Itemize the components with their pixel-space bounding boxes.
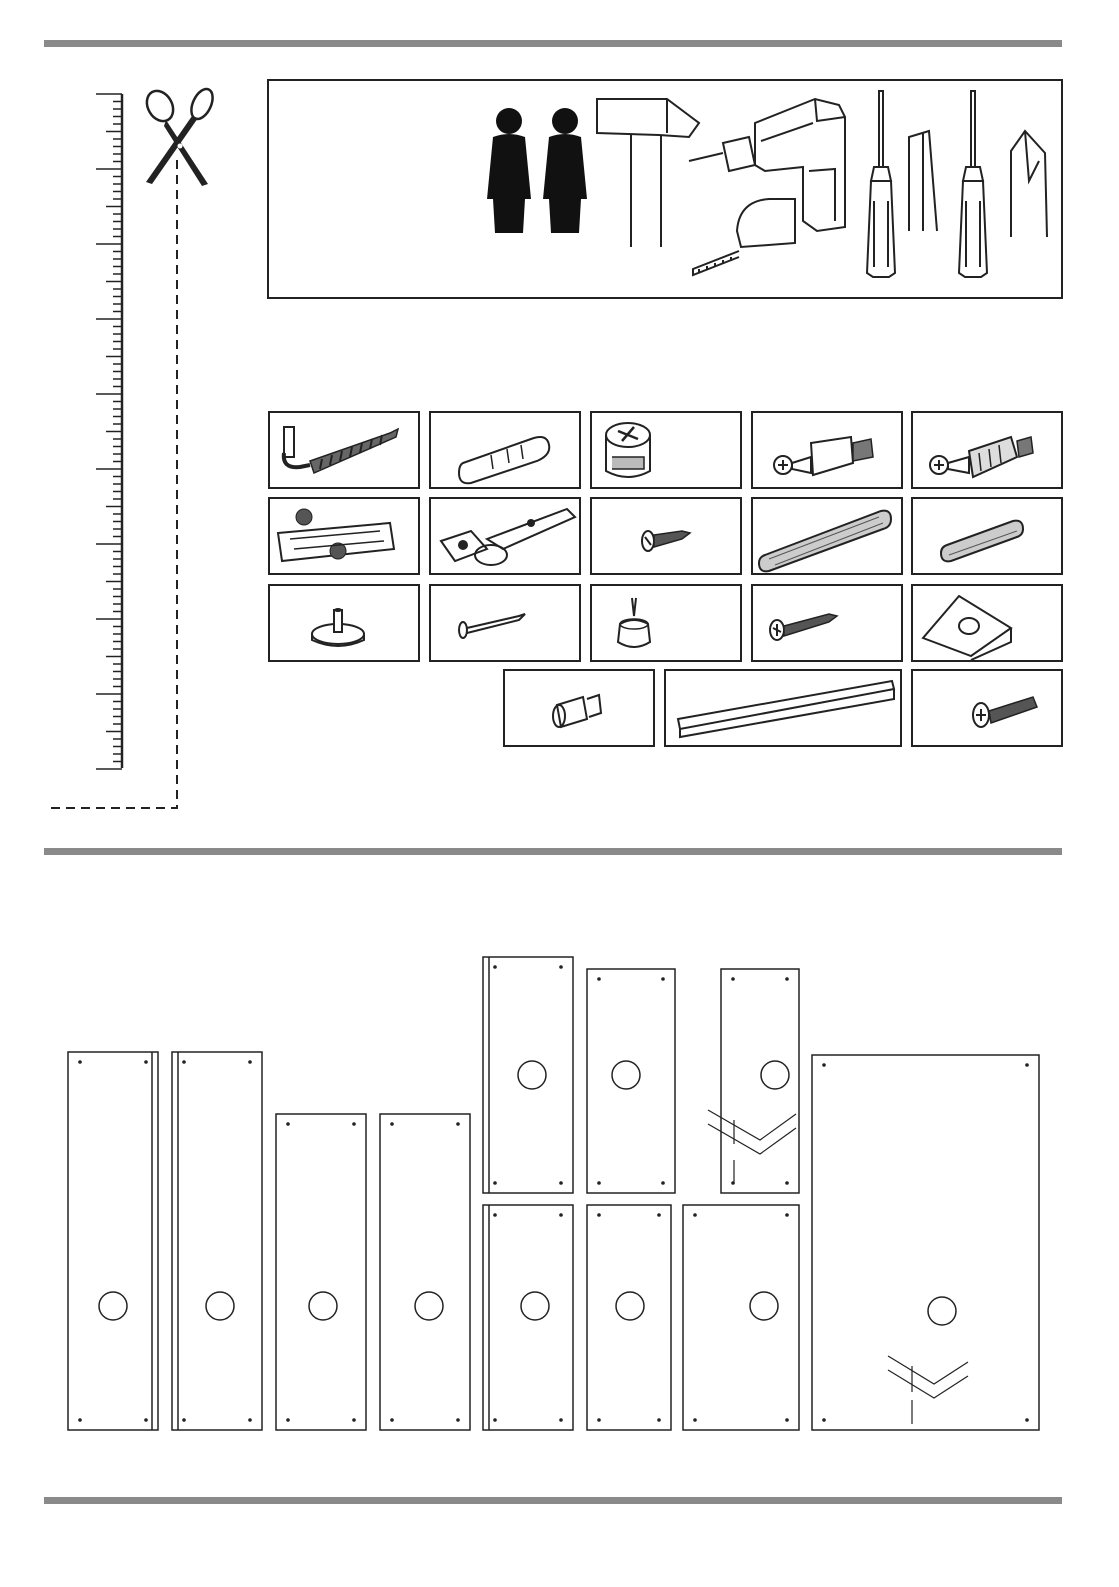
corner-bracket-icon bbox=[913, 586, 1061, 660]
dowel-icon bbox=[913, 499, 1061, 573]
handle-profile-icon bbox=[666, 671, 900, 745]
panels-area bbox=[0, 940, 1119, 1440]
glide-foot-icon bbox=[270, 586, 418, 660]
hinge-icon bbox=[431, 499, 579, 573]
hardware-cam-bolt bbox=[911, 411, 1063, 489]
phillips-screwdriver-icon bbox=[867, 91, 895, 277]
tools-illustration bbox=[269, 81, 1061, 297]
lower-door-left bbox=[483, 1205, 573, 1430]
cam-lock-icon bbox=[592, 413, 740, 487]
hardware-wall-plug bbox=[429, 411, 581, 489]
phillips-screwdriver-2-icon bbox=[959, 91, 987, 277]
ruler-icon bbox=[40, 80, 240, 820]
flat-screwdriver-2-icon bbox=[1011, 131, 1047, 237]
tape-measure-icon bbox=[693, 199, 795, 275]
panels-drawing bbox=[0, 940, 1119, 1440]
divider-panel-a bbox=[276, 1114, 366, 1430]
short-screw-icon bbox=[592, 499, 740, 573]
wood-screw-icon bbox=[753, 586, 901, 660]
two-persons-icon bbox=[487, 108, 587, 233]
bottom-divider bbox=[44, 1497, 1062, 1504]
hardware-long-dowel bbox=[751, 497, 903, 575]
hardware-hinge-mounting-plate bbox=[268, 497, 420, 575]
hardware-hinge bbox=[429, 497, 581, 575]
hardware-hook-screw bbox=[268, 411, 420, 489]
lower-top-panel bbox=[683, 1205, 799, 1430]
lower-door-right bbox=[587, 1205, 671, 1430]
scissors-icon bbox=[142, 86, 217, 186]
hardware-wood-screw bbox=[751, 584, 903, 662]
hardware-cam-lock bbox=[590, 411, 742, 489]
hook-screw-icon bbox=[270, 413, 418, 487]
ruler-section bbox=[40, 80, 240, 820]
hinge-plate-icon bbox=[270, 499, 418, 573]
divider-panel-b bbox=[380, 1114, 470, 1430]
handle-screw-icon bbox=[913, 671, 1061, 745]
hardware-handle-profile bbox=[664, 669, 902, 747]
hardware-corner-bracket bbox=[911, 584, 1063, 662]
large-door-panel bbox=[812, 1055, 1039, 1430]
nail-icon bbox=[431, 586, 579, 660]
shelf-pin-icon bbox=[505, 671, 653, 745]
cam-bolt-icon bbox=[913, 413, 1061, 487]
hardware-nail bbox=[429, 584, 581, 662]
hardware-shelf-pin bbox=[503, 669, 655, 747]
drill-icon bbox=[689, 99, 845, 231]
side-panel-left bbox=[68, 1052, 158, 1430]
hammer-icon bbox=[597, 99, 699, 247]
hardware-double-connector-bolt bbox=[751, 411, 903, 489]
wall-plug-icon bbox=[431, 413, 579, 487]
hardware-glide-foot bbox=[268, 584, 420, 662]
flat-screwdriver-icon bbox=[909, 131, 937, 231]
hardware-dowel bbox=[911, 497, 1063, 575]
upper-door-right bbox=[587, 969, 675, 1193]
top-divider bbox=[44, 40, 1062, 47]
hardware-nail-glide bbox=[590, 584, 742, 662]
middle-divider bbox=[44, 848, 1062, 855]
side-panel-right bbox=[172, 1052, 262, 1430]
upper-door-left bbox=[483, 957, 573, 1193]
tools-box bbox=[267, 79, 1063, 299]
upper-back-panel bbox=[721, 969, 799, 1193]
double-connector-bolt-icon bbox=[753, 413, 901, 487]
hardware-short-screw bbox=[590, 497, 742, 575]
hardware-handle-screw bbox=[911, 669, 1063, 747]
nail-glide-icon bbox=[592, 586, 740, 660]
long-dowel-icon bbox=[753, 499, 901, 573]
